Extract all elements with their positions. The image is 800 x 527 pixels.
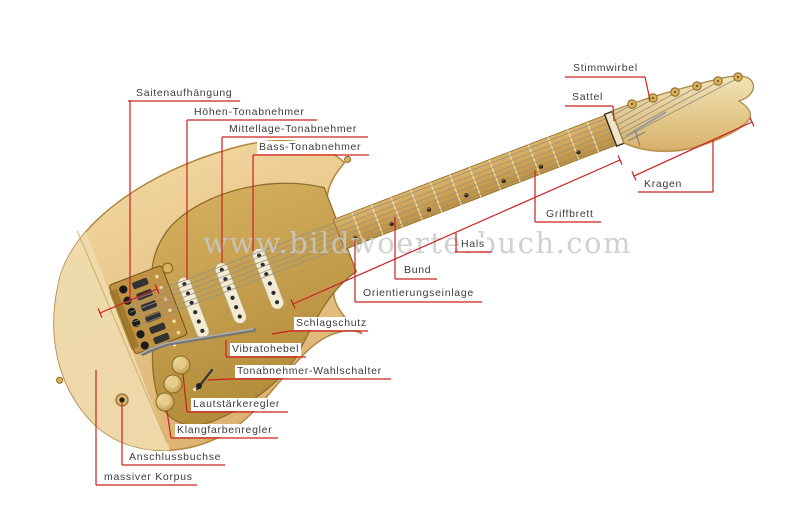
vibrato-arm (141, 328, 256, 356)
middle-knob (163, 374, 183, 394)
tone-knob (155, 392, 175, 412)
label-vibratohebel: Vibratohebel (230, 343, 302, 356)
label-hoehen-tonabnehmer: Höhen-Tonabnehmer (192, 106, 307, 119)
label-klangfarbenregler: Klangfarbenregler (175, 424, 275, 437)
label-griffbrett: Griffbrett (544, 208, 596, 221)
label-lautstaerkeregler: Lautstärkeregler (191, 398, 283, 411)
label-tonabnehmer-wahlschalter: Tonabnehmer-Wahlschalter (235, 365, 384, 378)
label-schlagschutz: Schlagschutz (294, 317, 369, 330)
tuning-pegs (627, 72, 743, 109)
headstock (611, 72, 754, 153)
label-bass-tonabnehmer: Bass-Tonabnehmer (257, 141, 364, 154)
label-kragen: Kragen (642, 178, 685, 191)
label-hals: Hals (459, 238, 487, 251)
label-orientierungseinlage: Orientierungseinlage (361, 287, 476, 300)
label-saitenaufhaengung: Saitenaufhängung (134, 87, 235, 100)
label-sattel: Sattel (570, 91, 606, 104)
label-massiver-korpus: massiver Korpus (102, 471, 195, 484)
label-mittellage-tonabnehmer: Mittellage-Tonabnehmer (227, 123, 360, 136)
output-jack (115, 393, 129, 407)
label-bund: Bund (402, 264, 434, 277)
label-anschlussbuchse: Anschlussbuchse (127, 451, 224, 464)
volume-knob (171, 355, 191, 375)
label-stimmwirbel: Stimmwirbel (571, 62, 640, 75)
site-watermark: www.bildwoerterbuch.com (203, 226, 632, 260)
strap-button-butt (56, 376, 64, 384)
